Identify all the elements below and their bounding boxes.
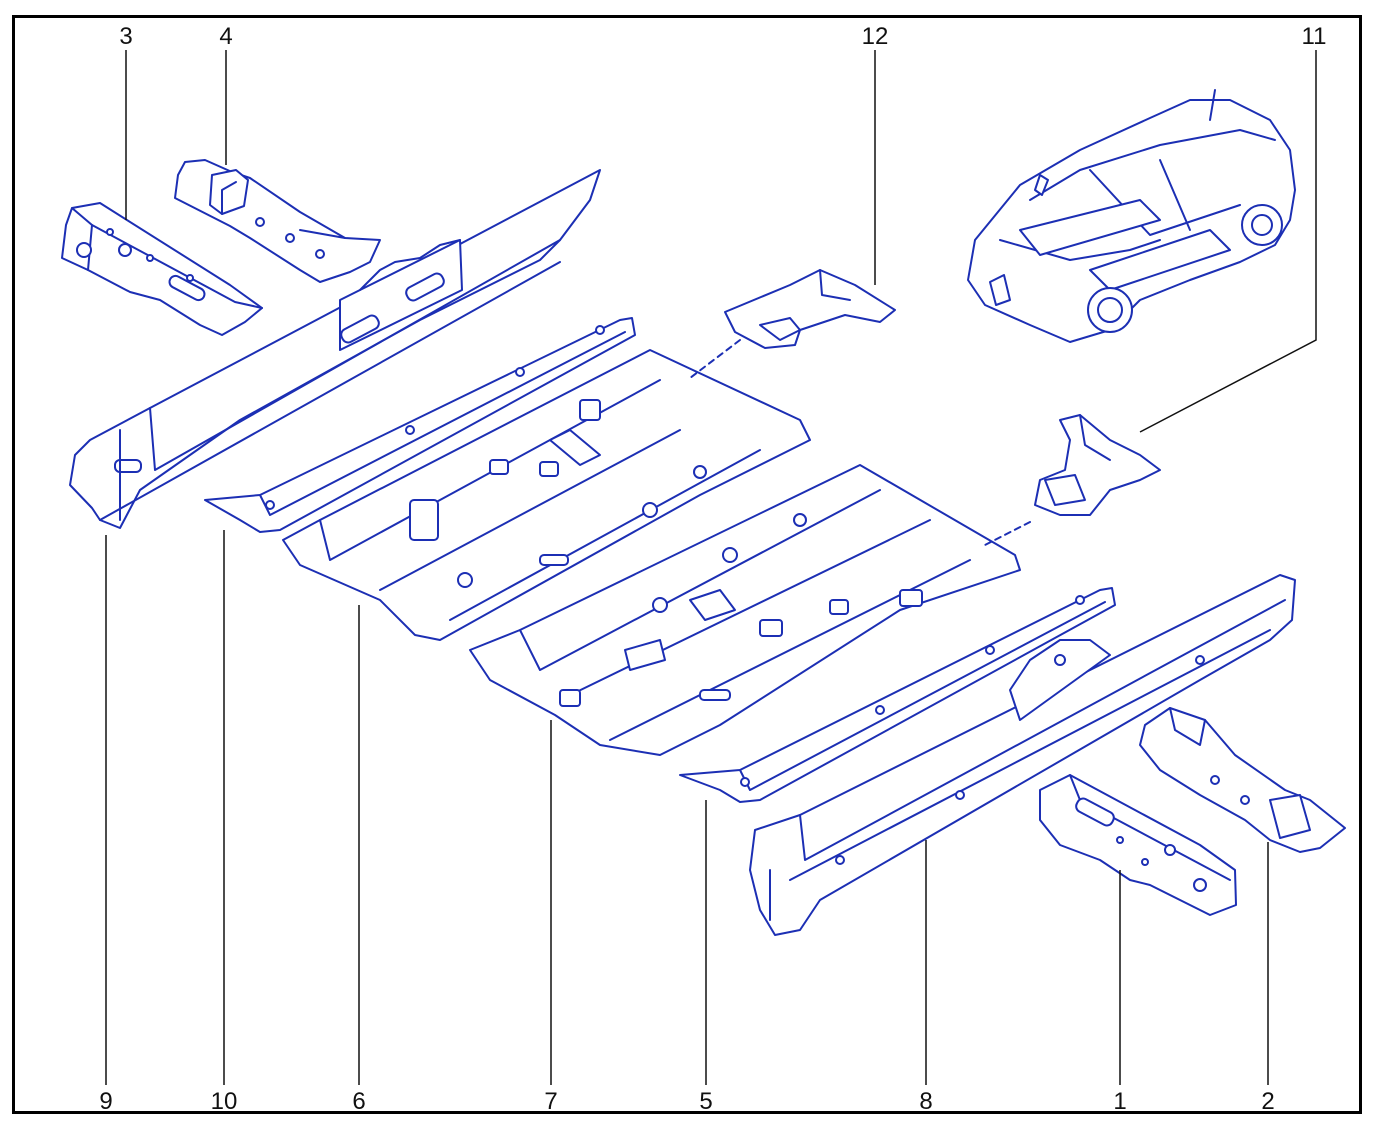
leader-11	[1139, 50, 1317, 433]
part-label-8: 8	[919, 1088, 933, 1115]
part-4-bracket	[174, 159, 381, 283]
part-label-10: 10	[210, 1088, 238, 1115]
part-label-5: 5	[699, 1088, 713, 1115]
part-9-left-sill	[69, 169, 601, 529]
part-label-11: 11	[1301, 23, 1327, 50]
car-overview-illustration	[967, 89, 1296, 343]
part-5-right-reinforcement	[679, 587, 1116, 803]
part-label-1: 1	[1113, 1088, 1127, 1115]
part-2-bracket	[1139, 707, 1346, 853]
part-7-front-floor	[469, 464, 1021, 756]
leader-12-dashed	[689, 339, 741, 379]
part-12-tunnel-bracket	[724, 269, 896, 349]
part-11-bracket	[1034, 414, 1161, 516]
part-6-rear-floor	[282, 349, 811, 641]
part-10-left-reinforcement	[204, 317, 636, 533]
leader-11-dashed	[984, 521, 1031, 546]
part-label-6: 6	[352, 1088, 366, 1115]
part-1-cross-member	[1039, 774, 1237, 916]
part-label-9: 9	[99, 1088, 113, 1115]
part-label-3: 3	[119, 23, 133, 50]
part-label-4: 4	[219, 23, 233, 50]
part-label-12: 12	[861, 23, 889, 50]
part-label-2: 2	[1261, 1088, 1275, 1115]
part-8-right-sill	[749, 574, 1296, 936]
leader-lines	[105, 50, 1317, 1085]
part-label-7: 7	[544, 1088, 558, 1115]
part-3-cross-member	[61, 202, 263, 336]
